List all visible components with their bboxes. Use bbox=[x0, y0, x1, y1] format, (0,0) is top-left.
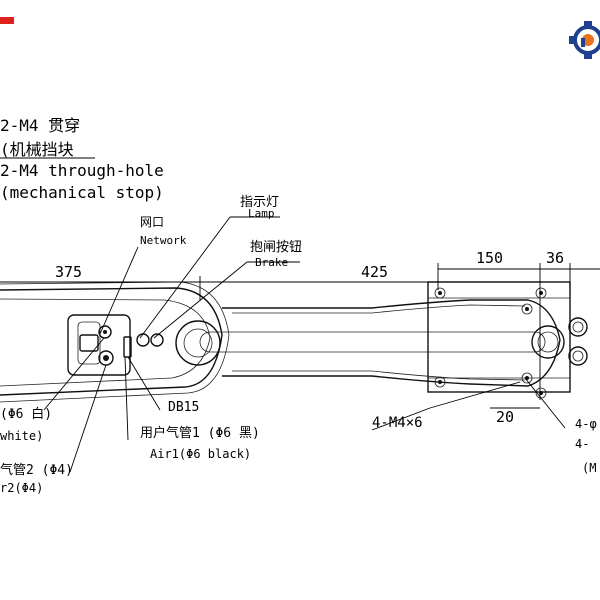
db15-connector bbox=[123, 336, 132, 358]
network-label-en: Network bbox=[140, 234, 187, 247]
second-arm-inner-outline bbox=[232, 304, 526, 314]
right-hole-leader bbox=[524, 377, 566, 429]
connector-panel bbox=[67, 314, 131, 376]
through-hole-note-en: 2-M4 through-hole bbox=[0, 161, 164, 180]
db15-leader bbox=[127, 356, 161, 411]
end-flange-block bbox=[427, 281, 571, 393]
phi4-air-label-cn: 气管2 (Φ4) bbox=[0, 462, 73, 478]
cable-hose bbox=[199, 331, 546, 353]
lamp-label-en: Lamp bbox=[248, 207, 275, 220]
connector-panel-recess bbox=[77, 321, 101, 365]
end-joint-circle bbox=[531, 325, 565, 359]
m4x6-label: 4-M4×6 bbox=[372, 415, 423, 431]
lamp-leader bbox=[139, 216, 231, 339]
brake-label-en: Brake bbox=[255, 256, 288, 269]
brake-button bbox=[150, 333, 164, 347]
right-hole-label-c: (M bbox=[582, 461, 596, 475]
phi4-air-label-en: r2(Φ4) bbox=[0, 481, 43, 495]
brake-label-cn: 抱闸按钮 bbox=[250, 239, 302, 255]
brake-leader bbox=[153, 261, 248, 339]
gear-robot-logo-icon bbox=[569, 21, 600, 59]
dimension-150: 150 bbox=[476, 249, 503, 267]
elbow-joint-inner-circle bbox=[183, 328, 213, 358]
dimension-375: 375 bbox=[55, 263, 82, 281]
network-leader bbox=[99, 246, 139, 335]
air1-leader bbox=[124, 356, 129, 441]
lamp-label-cn: 指示灯 bbox=[240, 195, 279, 210]
dimension-36: 36 bbox=[546, 249, 564, 267]
corner-accent-bar bbox=[0, 17, 14, 24]
air1-label-en: Air1(Φ6 black) bbox=[150, 447, 251, 461]
network-port bbox=[79, 334, 99, 352]
white-air-leader bbox=[43, 337, 105, 411]
through-hole-note-cn: 2-M4 贯穿 bbox=[0, 116, 80, 135]
m4x6-leader bbox=[429, 381, 521, 409]
mounting-hole-top-left bbox=[434, 287, 446, 299]
elbow-joint-circle bbox=[175, 320, 221, 366]
dimension-20: 20 bbox=[496, 408, 514, 426]
end-connector-bottom bbox=[568, 346, 588, 366]
second-arm-lower-inner bbox=[232, 370, 526, 381]
first-arm-outline bbox=[0, 287, 223, 396]
end-joint-inner-circle bbox=[537, 331, 559, 353]
right-hole-label-a: 4-φ bbox=[575, 417, 597, 431]
air-fitting-white bbox=[98, 325, 112, 339]
network-label-cn: 网口 bbox=[140, 215, 164, 229]
mounting-hole-mid-right bbox=[521, 303, 533, 315]
first-arm-inner-outline bbox=[0, 298, 211, 387]
mechanical-stop-note-en: (mechanical stop) bbox=[0, 183, 164, 202]
air1-label-cn: 用户气管1 (Φ6 黑) bbox=[140, 425, 260, 441]
white-air-label-en: white) bbox=[0, 429, 43, 443]
first-arm-outer-outline bbox=[0, 281, 230, 403]
white-air-label-cn: (Φ6 白) bbox=[0, 406, 52, 422]
mounting-hole-top-right bbox=[535, 287, 547, 299]
phi4-air-leader bbox=[69, 364, 107, 473]
air-fitting-phi4 bbox=[98, 350, 114, 366]
lamp-indicator bbox=[136, 333, 150, 347]
m4x6-label-rule bbox=[371, 407, 431, 431]
end-connector-top bbox=[568, 317, 588, 337]
db15-label: DB15 bbox=[168, 400, 199, 415]
right-hole-label-b: 4- bbox=[575, 437, 589, 451]
mechanical-stop-note-cn: (机械挡块 bbox=[0, 140, 74, 159]
mounting-hole-bottom-left bbox=[434, 376, 446, 388]
dimension-425: 425 bbox=[361, 263, 388, 281]
